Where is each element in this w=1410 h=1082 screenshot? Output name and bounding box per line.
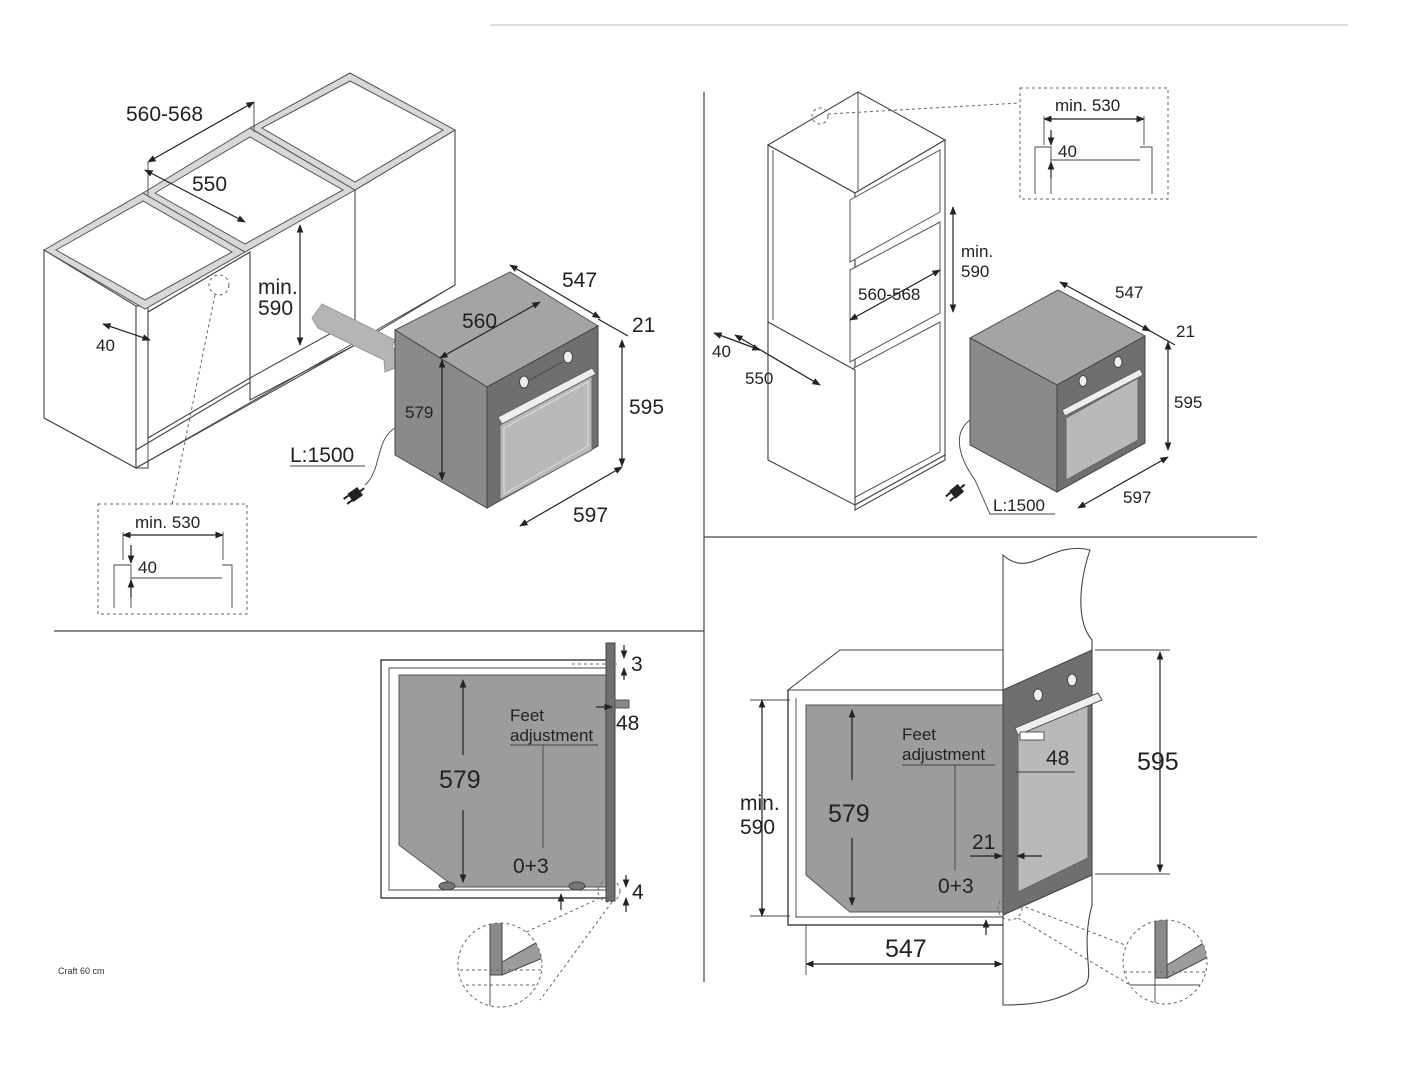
tall-niche-width-inner: 550: [745, 369, 773, 388]
detail-box-under: [97, 503, 248, 615]
tall-power-cable: [959, 419, 1055, 515]
section-front-offset: 48: [616, 712, 639, 735]
section-feet-label-2: adjustment: [510, 726, 593, 745]
detail-marker: [208, 274, 230, 296]
section-feet-label-1: Feet: [510, 706, 544, 725]
tall-section-feet-label-2: adjustment: [902, 745, 985, 764]
tall-section-min-label: min.: [740, 792, 780, 815]
tall-section-knob-right-icon: [1067, 673, 1077, 687]
dim-oven-width: 597: [573, 504, 608, 527]
tall-oven-depth: 547: [1115, 283, 1143, 302]
tall-section-min-value: 590: [740, 816, 775, 839]
tall-niche-height-value: 590: [961, 262, 989, 281]
tall-section-body-height: 579: [828, 800, 870, 828]
view-tall-cabinet: min. 530 40 min. 590 560-568 40 550 547: [712, 87, 1202, 515]
model-caption: Craft 60 cm: [58, 966, 105, 976]
section-oven-body: [398, 674, 607, 888]
power-cable: [364, 427, 396, 486]
plug-icon: [343, 487, 365, 505]
detail-box-tall: [1019, 87, 1169, 200]
tall-cable-length: L:1500: [993, 496, 1045, 515]
knob-right-icon: [563, 350, 573, 364]
dim-cable-length: L:1500: [290, 444, 354, 467]
dim-oven-height: 595: [629, 396, 664, 419]
zoom-detail-tall: [1123, 920, 1207, 1004]
dim-niche-height-value: 590: [258, 297, 293, 320]
dim-niche-width-inner: 550: [192, 173, 227, 196]
dim-oven-body-height: 579: [405, 403, 433, 422]
detail-gap: 40: [138, 558, 157, 577]
dim-oven-depth: 547: [562, 269, 597, 292]
tall-section-feet-label-1: Feet: [902, 725, 936, 744]
tall-section-oven-height: 595: [1137, 748, 1179, 776]
tall-front-thickness: 21: [1176, 322, 1195, 341]
tall-knob-right-icon: [1113, 356, 1123, 368]
section-bottom-gap: 4: [632, 881, 644, 904]
view-section-under: 579 Feet adjustment 0+3 3 48 4: [380, 642, 644, 1008]
section-body-height: 579: [439, 766, 481, 794]
tall-oven-height: 595: [1174, 393, 1202, 412]
dim-niche-height-label: min.: [258, 276, 298, 299]
section-feet-range: 0+3: [513, 855, 549, 878]
detail-tall-gap: 40: [1058, 142, 1077, 161]
section-oven-front: [605, 642, 616, 902]
detail-tall-min-width: min. 530: [1055, 96, 1120, 115]
dim-oven-top-width: 560: [462, 310, 497, 333]
dim-front-thickness: 21: [632, 314, 655, 337]
dim-depth-gap: 40: [96, 336, 115, 355]
zoom-detail-under: [458, 923, 542, 1007]
tall-section-feet-range: 0+3: [938, 875, 974, 898]
tall-niche-height-label: min.: [961, 242, 993, 261]
knob-left-icon: [519, 375, 529, 389]
tall-plug-icon: [945, 483, 966, 502]
tall-section-depth: 547: [885, 935, 927, 963]
section-top-gap: 3: [631, 653, 643, 676]
tall-section-front-thickness: 21: [972, 831, 995, 854]
dim-niche-width-outer: 560-568: [126, 103, 203, 126]
view-under-counter: 560-568 550 min. 590 40 547 560 21: [43, 72, 664, 615]
tall-section-knob-left-icon: [1033, 688, 1043, 702]
tall-depth-gap: 40: [712, 342, 731, 361]
view-section-tall: min. 590 579 Feet adjustment 0+3 48 21 5…: [740, 547, 1208, 1006]
tall-section-front-offset: 48: [1046, 747, 1069, 770]
tall-niche-width-outer: 560-568: [858, 285, 920, 304]
tall-section-lower: [1002, 874, 1093, 1006]
detail-min-width: min. 530: [135, 513, 200, 532]
tall-knob-left-icon: [1078, 375, 1088, 387]
tall-section-oven-body: [805, 704, 1004, 913]
tall-oven-width: 597: [1123, 488, 1151, 507]
